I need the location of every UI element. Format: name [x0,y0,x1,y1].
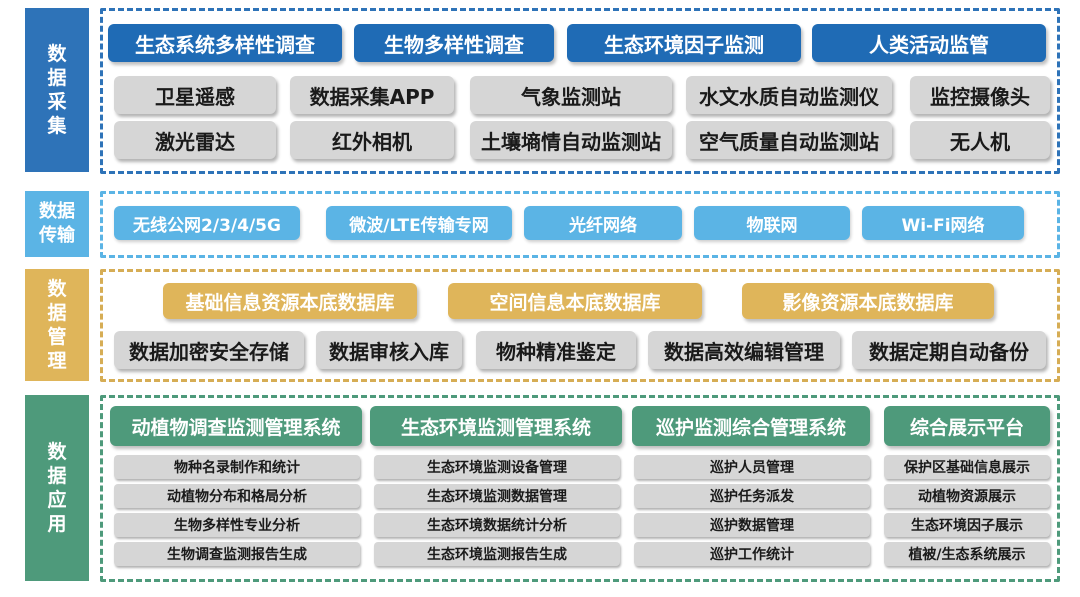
apply-item: 植被/生态系统展示 [884,542,1050,566]
collect-header-ecosystem: 生态系统多样性调查 [108,24,342,62]
collect-header-env-factor: 生态环境因子监测 [567,24,801,62]
collect-header-human-activity: 人类活动监管 [812,24,1046,62]
apply-header-wildlife-system: 动植物调查监测管理系统 [110,406,362,446]
label-char: 数 [47,278,67,300]
apply-header-display-platform: 综合展示平台 [884,406,1050,446]
label-char: 数 [47,441,67,463]
apply-item: 生态环境监测数据管理 [374,484,620,508]
section-label-collect: 数 据 采 集 [25,8,89,172]
transmit-frame [100,191,1060,258]
manage-header: 影像资源本底数据库 [742,283,994,319]
section-label-apply: 数 据 应 用 [25,395,89,581]
transmit-item: Wi-Fi网络 [862,206,1024,240]
apply-item: 保护区基础信息展示 [884,455,1050,479]
manage-item: 物种精准鉴定 [476,331,636,369]
section-label-transmit: 数据 传输 [25,191,89,257]
apply-item: 生态环境数据统计分析 [374,513,620,537]
apply-item: 巡护工作统计 [634,542,870,566]
manage-item: 数据审核入库 [316,331,462,369]
label-char: 用 [47,513,67,535]
apply-item: 生态环境因子展示 [884,513,1050,537]
label-line: 传输 [39,225,75,246]
manage-item: 数据定期自动备份 [852,331,1046,369]
label-char: 理 [47,350,67,372]
apply-item: 动植物分布和格局分析 [114,484,360,508]
apply-item: 巡护任务派发 [634,484,870,508]
collect-item: 土壤墒情自动监测站 [470,121,672,159]
apply-item: 生态环境监测报告生成 [374,542,620,566]
label-char: 数 [47,43,67,65]
apply-item: 生物调查监测报告生成 [114,542,360,566]
label-line: 数据 [39,201,75,222]
apply-header-env-system: 生态环境监测管理系统 [370,406,622,446]
collect-frame [100,8,1060,174]
transmit-item: 物联网 [694,206,850,240]
apply-header-patrol-system: 巡护监测综合管理系统 [632,406,870,446]
label-char: 据 [47,302,67,324]
manage-item: 数据高效编辑管理 [648,331,840,369]
collect-item: 空气质量自动监测站 [686,121,892,159]
manage-frame [100,269,1060,382]
apply-item: 巡护数据管理 [634,513,870,537]
transmit-item: 无线公网2/3/4/5G [114,206,300,240]
manage-header: 空间信息本底数据库 [448,283,702,319]
manage-item: 数据加密安全存储 [114,331,304,369]
collect-item: 无人机 [910,121,1050,159]
apply-item: 动植物资源展示 [884,484,1050,508]
collect-header-biodiversity: 生物多样性调查 [354,24,554,62]
collect-item: 监控摄像头 [910,76,1050,114]
apply-item: 生态环境监测设备管理 [374,455,620,479]
transmit-item: 光纤网络 [524,206,682,240]
label-char: 集 [47,115,67,137]
collect-item: 卫星遥感 [114,76,276,114]
label-char: 采 [47,91,67,113]
label-char: 应 [47,489,67,511]
collect-item: 激光雷达 [114,121,276,159]
apply-item: 生物多样性专业分析 [114,513,360,537]
label-char: 据 [47,465,67,487]
collect-item: 数据采集APP [290,76,454,114]
apply-frame [100,395,1060,582]
label-char: 据 [47,67,67,89]
manage-header: 基础信息资源本底数据库 [163,283,417,319]
apply-item: 物种名录制作和统计 [114,455,360,479]
collect-item: 气象监测站 [470,76,672,114]
section-label-manage: 数 据 管 理 [25,269,89,381]
label-char: 管 [47,326,67,348]
apply-item: 巡护人员管理 [634,455,870,479]
collect-item: 水文水质自动监测仪 [686,76,892,114]
transmit-item: 微波/LTE传输专网 [326,206,512,240]
collect-item: 红外相机 [290,121,454,159]
